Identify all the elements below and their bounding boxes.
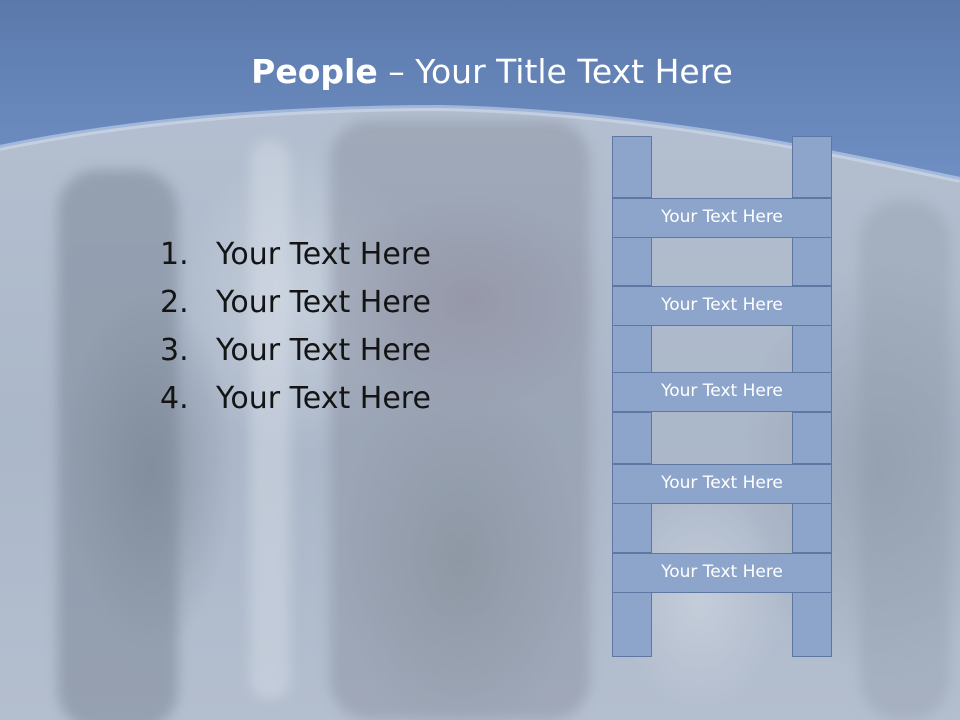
ladder-rail-right <box>792 503 832 553</box>
list-text: Your Text Here <box>216 237 431 272</box>
numbered-list: 1. Your Text Here 2. Your Text Here 3. Your… <box>160 232 431 424</box>
list-number: 3. <box>160 333 189 368</box>
ladder-rung-1: Your Text Here <box>612 198 832 238</box>
ladder-rail-left <box>612 503 652 553</box>
slide-title: People – Your Title Text Here <box>0 52 960 91</box>
list-number: 2. <box>160 285 189 320</box>
ladder-rail-right <box>792 237 832 286</box>
list-item: 1. Your Text Here <box>160 232 431 280</box>
ladder-rail-right <box>792 412 832 464</box>
ladder-rung-4: Your Text Here <box>612 464 832 504</box>
ladder-rail-right <box>792 592 832 657</box>
ladder-rail-left <box>612 325 652 373</box>
list-text: Your Text Here <box>216 285 431 320</box>
list-item: 2. Your Text Here <box>160 280 431 328</box>
title-bold: People <box>251 52 378 91</box>
ladder-rung-2: Your Text Here <box>612 286 832 326</box>
list-text: Your Text Here <box>216 333 431 368</box>
list-number: 1. <box>160 237 189 272</box>
ladder-rail-left <box>612 412 652 464</box>
ladder-rail-left <box>612 592 652 657</box>
ladder-rail-left <box>612 237 652 286</box>
list-text: Your Text Here <box>216 381 431 416</box>
ladder-rung-3: Your Text Here <box>612 372 832 412</box>
list-number: 4. <box>160 381 189 416</box>
title-rest: – Your Title Text Here <box>377 52 733 91</box>
list-item: 4. Your Text Here <box>160 376 431 424</box>
ladder-rail-right <box>792 136 832 198</box>
ladder-rail-right <box>792 325 832 373</box>
ladder-rail-left <box>612 136 652 198</box>
list-item: 3. Your Text Here <box>160 328 431 376</box>
ladder-rung-5: Your Text Here <box>612 553 832 593</box>
